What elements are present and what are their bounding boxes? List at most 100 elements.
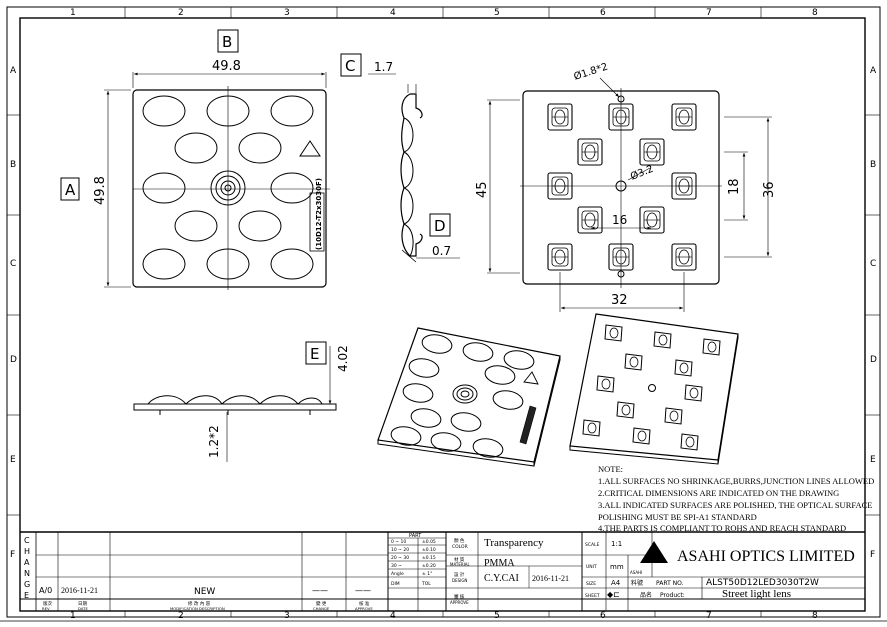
led-pocket xyxy=(547,243,573,271)
iso-lens-ellipse xyxy=(402,383,434,403)
color-label-cn: 顏 色 xyxy=(454,537,465,544)
part-no-value: ALST50D12LED3030T2W xyxy=(706,578,819,588)
grid-col-label: 5 xyxy=(494,8,500,18)
rev-value: A/0 xyxy=(39,586,52,595)
grid-row-label: A xyxy=(870,66,877,76)
part-code-label: (10D12-T2x3030F) xyxy=(315,178,323,250)
hdr-desc: MODIFICATION DESCRIPTION xyxy=(170,606,225,611)
hdr-rev: REV xyxy=(42,606,50,611)
dim-side-height: 4.02 xyxy=(336,345,350,372)
hdr-date-cn: 日期 xyxy=(78,601,87,607)
part-no-label-cn: 料號 xyxy=(631,579,643,587)
unit-value: mm xyxy=(610,563,624,571)
led-pocket xyxy=(608,243,634,271)
iso-led-pocket xyxy=(664,407,683,425)
tol-header: PART xyxy=(409,533,422,539)
note-line-4: POLISHING MUST BE SPI-A1 STANDARD xyxy=(598,512,757,522)
grid-row-label: C xyxy=(870,259,876,269)
tol-range: 30 ~ xyxy=(391,563,402,569)
dim-45: 45 xyxy=(475,181,490,198)
design-date: 2016-11-21 xyxy=(532,574,569,583)
led-pocket xyxy=(639,206,665,234)
iso-led-pocket xyxy=(624,353,643,371)
change-letter: N xyxy=(24,569,30,578)
lens-ellipse xyxy=(206,248,250,280)
iso-lens-ellipse xyxy=(484,365,516,385)
grid-col-label: 1 xyxy=(70,611,76,621)
color-value: Transparency xyxy=(484,537,544,549)
led-pocket xyxy=(671,103,697,131)
led-pocket xyxy=(547,172,573,200)
iso-led-pocket xyxy=(582,419,601,437)
view-label-d: D xyxy=(434,217,446,235)
view-label-c: C xyxy=(345,57,355,75)
grid-row-label: F xyxy=(870,550,875,560)
approve-label-cn: 審 核 xyxy=(454,593,465,600)
grid-row-label: A xyxy=(10,66,17,76)
tol-range: DIM xyxy=(391,581,400,587)
rev-approve: —— xyxy=(355,586,371,595)
iso-lens-ellipse xyxy=(450,412,482,432)
iso-led-pocket xyxy=(674,359,693,377)
iso-lens-ellipse xyxy=(390,426,422,446)
tol-range: 10 ~ 20 xyxy=(391,547,409,553)
dim-base: 0.7 xyxy=(432,244,451,258)
change-letter: G xyxy=(24,580,30,589)
design-value: C.Y.CAI xyxy=(484,573,519,584)
size-label: SIZE xyxy=(586,581,596,587)
iso-led-pocket xyxy=(632,427,651,445)
iso-led-pocket xyxy=(616,401,635,419)
iso-led-pocket xyxy=(604,324,623,342)
grid-row-label: E xyxy=(10,455,16,465)
side-profile-view: E 4.02 1.2*2 xyxy=(133,341,350,462)
dim-36: 36 xyxy=(762,181,777,198)
iso-led-pocket xyxy=(702,338,721,356)
product-label-cn: 品名 xyxy=(640,591,652,599)
dim-thickness: 1.7 xyxy=(374,60,393,74)
iso-lens-ellipse xyxy=(421,334,453,354)
grid-col-label: 4 xyxy=(390,611,396,621)
lens-ellipse xyxy=(174,132,218,164)
dim-hole: Ø1.8*2 xyxy=(572,61,609,83)
grid-col-label: 1 xyxy=(70,8,76,18)
lens-ellipse xyxy=(270,172,314,204)
design-label: DESIGN xyxy=(452,578,467,583)
lens-ellipse xyxy=(270,248,314,280)
iso-back-view xyxy=(569,313,739,465)
grid-col-label: 3 xyxy=(284,8,290,18)
grid-row-label: E xyxy=(870,455,876,465)
hdr-approve-cn: 核 准 xyxy=(359,600,370,607)
hdr-date: DATE xyxy=(78,606,88,611)
grid-col-label: 7 xyxy=(706,8,712,18)
rev-change: —— xyxy=(312,586,328,595)
grid-col-label: 5 xyxy=(494,611,500,621)
color-label: COLOR xyxy=(452,544,468,550)
design-label-cn: 設 計 xyxy=(454,571,465,578)
tol-value: ±0.20 xyxy=(422,563,436,569)
note-line-2: 2.CRITICAL DIMENSIONS ARE INDICATED ON T… xyxy=(598,488,839,498)
unit-label: UNIT xyxy=(586,564,597,570)
dim-18: 18 xyxy=(727,178,742,195)
grid-row-label: B xyxy=(870,160,876,170)
material-label: MATERIAL xyxy=(450,562,471,567)
grid-col-label: 3 xyxy=(284,611,290,621)
rev-desc: NEW xyxy=(194,587,215,597)
hdr-approve: APPROVE xyxy=(355,606,373,611)
grid-row-label: D xyxy=(10,355,17,365)
dim-width: 49.8 xyxy=(212,59,241,74)
lens-ellipse xyxy=(142,248,186,280)
back-view: Ø1.8*2 Ø3.2 45 18 36 16 32 xyxy=(475,61,777,312)
product-value: Street light lens xyxy=(722,588,791,600)
view-label-b: B xyxy=(222,33,232,51)
hdr-rev-cn: 版次 xyxy=(43,600,52,607)
grid-col-label: 7 xyxy=(706,611,712,621)
led-pocket xyxy=(639,138,665,166)
lens-ellipse xyxy=(174,210,218,242)
iso-led-pocket xyxy=(653,331,672,349)
grid-col-label: 8 xyxy=(812,611,818,621)
size-value: A4 xyxy=(611,579,621,587)
tol-range: 0 ~ 10 xyxy=(391,539,406,545)
tol-range: Angle xyxy=(391,571,404,577)
tol-range: 20 ~ 30 xyxy=(391,555,409,561)
